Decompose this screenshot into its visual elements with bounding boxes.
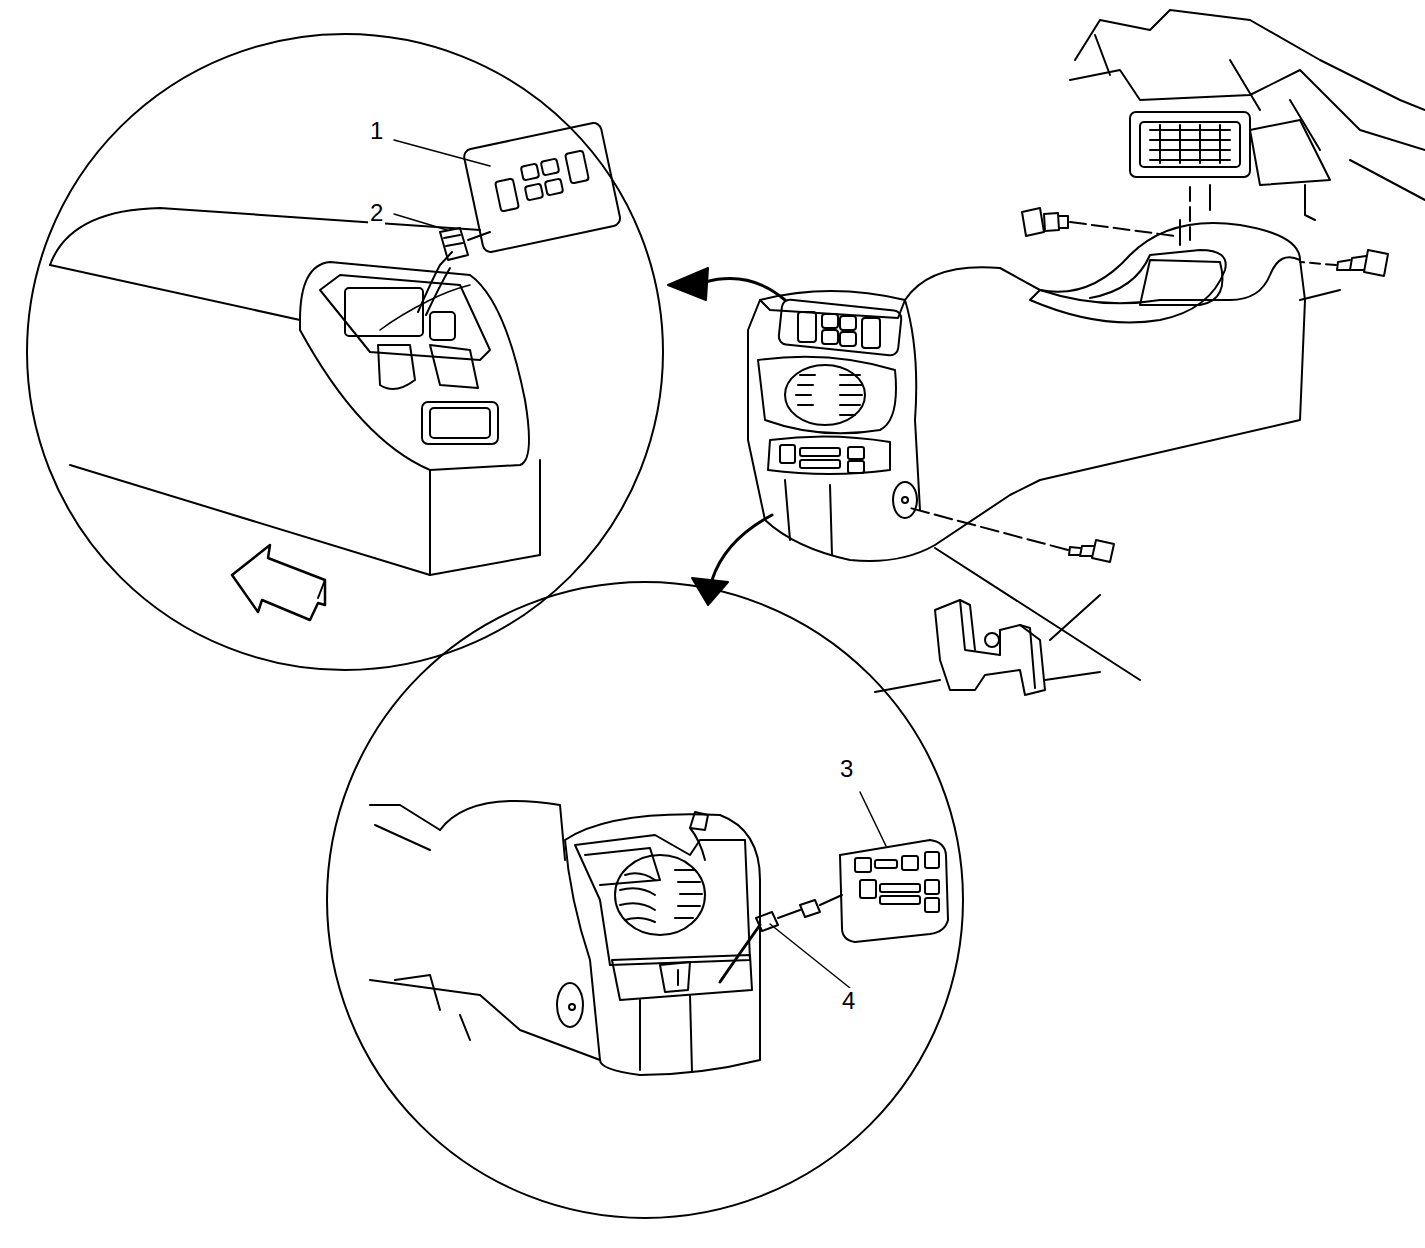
detail-circle [27,34,663,670]
floor-bracket [875,548,1140,695]
leader-line [394,140,886,988]
dash-structure [1070,10,1425,240]
callout-number: 2 [368,200,385,226]
center-console [748,220,1340,561]
callout-number: 1 [368,118,385,144]
callout-arrow [668,268,785,605]
bolt [1022,208,1175,236]
bolt [910,508,1114,562]
callout-number: 4 [840,988,857,1014]
callout-number: 3 [838,756,855,782]
detail-circle [327,582,963,1218]
bolt [1300,250,1388,276]
